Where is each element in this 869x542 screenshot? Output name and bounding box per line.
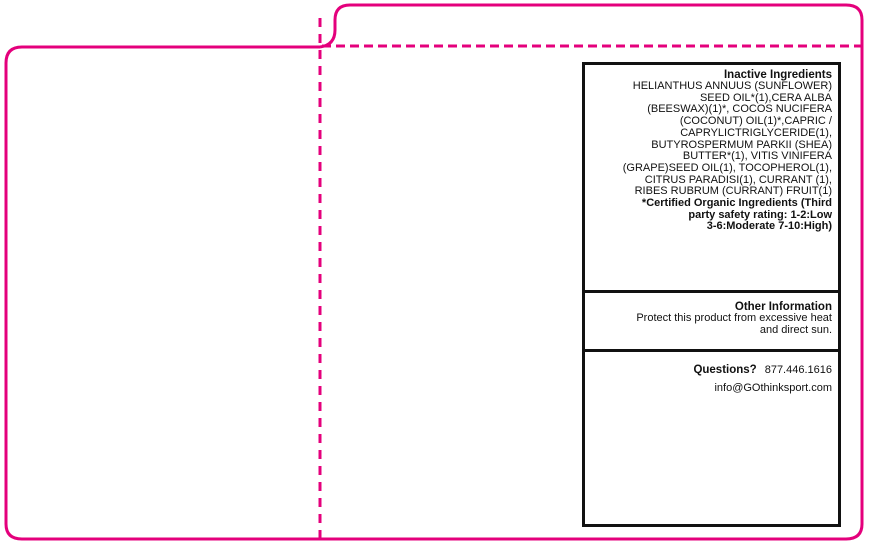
- ingredient-line: (GRAPE)SEED OIL(1), TOCOPHEROL(1),: [622, 161, 832, 174]
- questions-heading: Questions?: [693, 364, 757, 376]
- inactive-ingredients-section: Inactive Ingredients HELIANTHUS ANNUUS (…: [585, 69, 838, 287]
- questions-section: Questions? 877.446.1616 info@GOthinkspor…: [585, 349, 838, 524]
- organic-note: 3-6:Moderate 7-10:High): [706, 220, 832, 233]
- other-information-section: Other Information Protect this product f…: [585, 290, 838, 349]
- ingredient-line: CAPRYLICTRIGLYCERIDE(1),: [680, 126, 832, 139]
- other-line: Protect this product from excessive heat: [636, 312, 832, 324]
- ingredient-line: HELIANTHUS ANNUUS (SUNFLOWER): [632, 80, 832, 92]
- label-panel: Inactive Ingredients HELIANTHUS ANNUUS (…: [582, 62, 841, 527]
- other-line: and direct sun.: [759, 323, 832, 336]
- email: info@GOthinksport.com: [714, 381, 832, 394]
- phone-number: 877.446.1616: [764, 364, 832, 376]
- organic-note: *Certified Organic Ingredients (Third: [641, 197, 832, 210]
